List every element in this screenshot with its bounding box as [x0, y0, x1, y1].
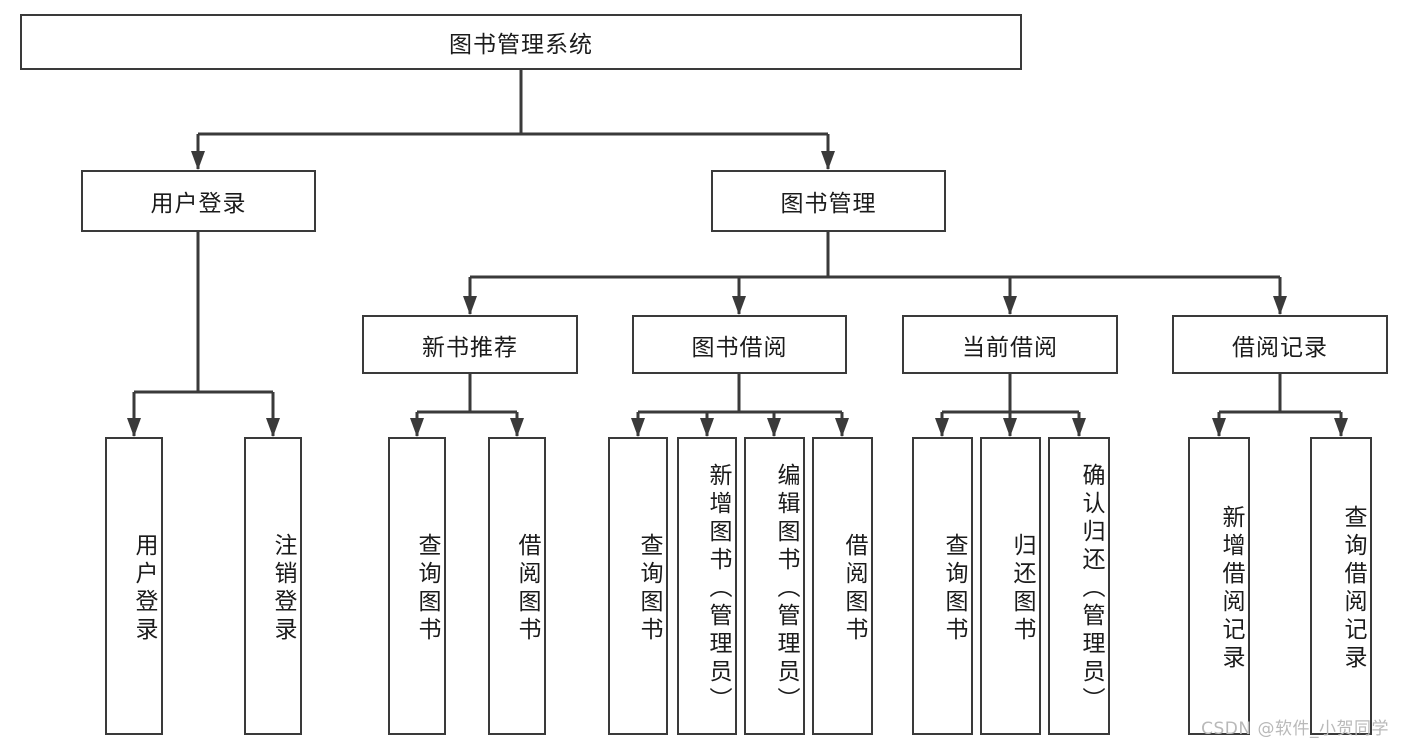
leaf-node-7[interactable]: 借阅图书: [812, 437, 873, 735]
arrowhead-icon-6-0: [1212, 418, 1226, 437]
leaf-node-label-7: 借阅图书: [841, 533, 867, 645]
arrowhead-icon-1-1: [266, 418, 280, 437]
arrowhead-icon-5-2: [1072, 418, 1086, 437]
leaf-node-9[interactable]: 归还图书: [980, 437, 1041, 735]
leaf-node-3[interactable]: 借阅图书: [488, 437, 546, 735]
leaf-node-label-11: 新增借阅记录: [1218, 505, 1244, 673]
root-node-label-0: 图书管理系统: [449, 32, 593, 58]
leaf-node-12[interactable]: 查询借阅记录: [1310, 437, 1372, 735]
arrowhead-icon-0-0: [191, 151, 205, 170]
leaf-node-label-12: 查询借阅记录: [1340, 505, 1366, 673]
leaf-node-4[interactable]: 查询图书: [608, 437, 668, 735]
arrowhead-icon-2-0: [463, 296, 477, 315]
level2-node-1[interactable]: 图书管理: [711, 170, 946, 232]
leaf-node-label-4: 查询图书: [636, 533, 662, 645]
leaf-node-label-0: 用户登录: [131, 533, 157, 645]
arrowhead-icon-0-1: [821, 151, 835, 170]
level3-node-1[interactable]: 图书借阅: [632, 315, 847, 374]
arrowhead-icon-6-1: [1334, 418, 1348, 437]
arrowhead-icon-4-1: [700, 418, 714, 437]
leaf-node-label-9: 归还图书: [1009, 533, 1035, 645]
arrowhead-icon-2-1: [732, 296, 746, 315]
leaf-node-11[interactable]: 新增借阅记录: [1188, 437, 1250, 735]
arrowhead-icon-4-2: [767, 418, 781, 437]
arrowhead-icon-2-3: [1273, 296, 1287, 315]
level2-node-label-0: 用户登录: [150, 191, 247, 217]
leaf-node-label-6: 编辑图书（管理员）: [773, 463, 799, 715]
leaf-node-label-10: 确认归还（管理员）: [1078, 463, 1104, 715]
root-node-0[interactable]: 图书管理系统: [20, 14, 1022, 70]
leaf-node-label-8: 查询图书: [941, 533, 967, 645]
leaf-node-label-3: 借阅图书: [514, 533, 540, 645]
level3-node-3[interactable]: 借阅记录: [1172, 315, 1388, 374]
arrowhead-icon-2-2: [1003, 296, 1017, 315]
level3-node-label-1: 图书借阅: [691, 334, 788, 361]
arrowhead-icon-3-1: [510, 418, 524, 437]
arrowhead-icon-1-0: [127, 418, 141, 437]
leaf-node-label-2: 查询图书: [414, 533, 440, 645]
leaf-node-0[interactable]: 用户登录: [105, 437, 163, 735]
leaf-node-label-1: 注销登录: [270, 533, 296, 645]
leaf-node-2[interactable]: 查询图书: [388, 437, 446, 735]
leaf-node-6[interactable]: 编辑图书（管理员）: [744, 437, 805, 735]
leaf-node-1[interactable]: 注销登录: [244, 437, 302, 735]
leaf-node-10[interactable]: 确认归还（管理员）: [1048, 437, 1110, 735]
leaf-node-8[interactable]: 查询图书: [912, 437, 973, 735]
level3-node-2[interactable]: 当前借阅: [902, 315, 1118, 374]
arrowhead-icon-4-0: [631, 418, 645, 437]
arrowhead-icon-3-0: [410, 418, 424, 437]
arrowhead-icon-4-3: [835, 418, 849, 437]
leaf-node-5[interactable]: 新增图书（管理员）: [677, 437, 737, 735]
arrowhead-icon-5-0: [935, 418, 949, 437]
level3-node-label-2: 当前借阅: [962, 334, 1058, 361]
level3-node-label-3: 借阅记录: [1232, 334, 1328, 361]
level2-node-label-1: 图书管理: [780, 191, 877, 217]
arrowhead-icon-5-1: [1003, 418, 1017, 437]
level2-node-0[interactable]: 用户登录: [81, 170, 316, 232]
level3-node-label-0: 新书推荐: [422, 334, 518, 361]
leaf-node-label-5: 新增图书（管理员）: [705, 463, 731, 715]
level3-node-0[interactable]: 新书推荐: [362, 315, 578, 374]
